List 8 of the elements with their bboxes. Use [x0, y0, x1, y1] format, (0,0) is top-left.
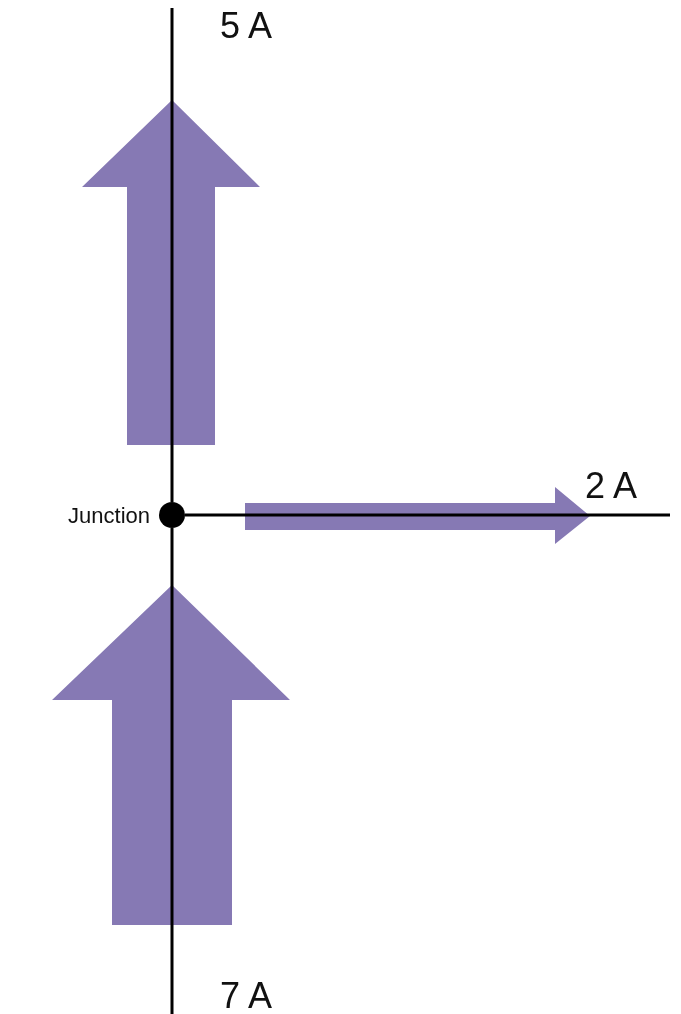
wire: [170, 8, 174, 502]
wire: [185, 513, 670, 517]
junction-label: Junction: [68, 503, 150, 529]
junction-dot: [159, 502, 185, 528]
current-label: 2 A: [585, 468, 670, 515]
current-label: 5 A: [172, 8, 272, 52]
current-label: 7 A: [172, 966, 272, 1014]
wire: [170, 528, 174, 1014]
